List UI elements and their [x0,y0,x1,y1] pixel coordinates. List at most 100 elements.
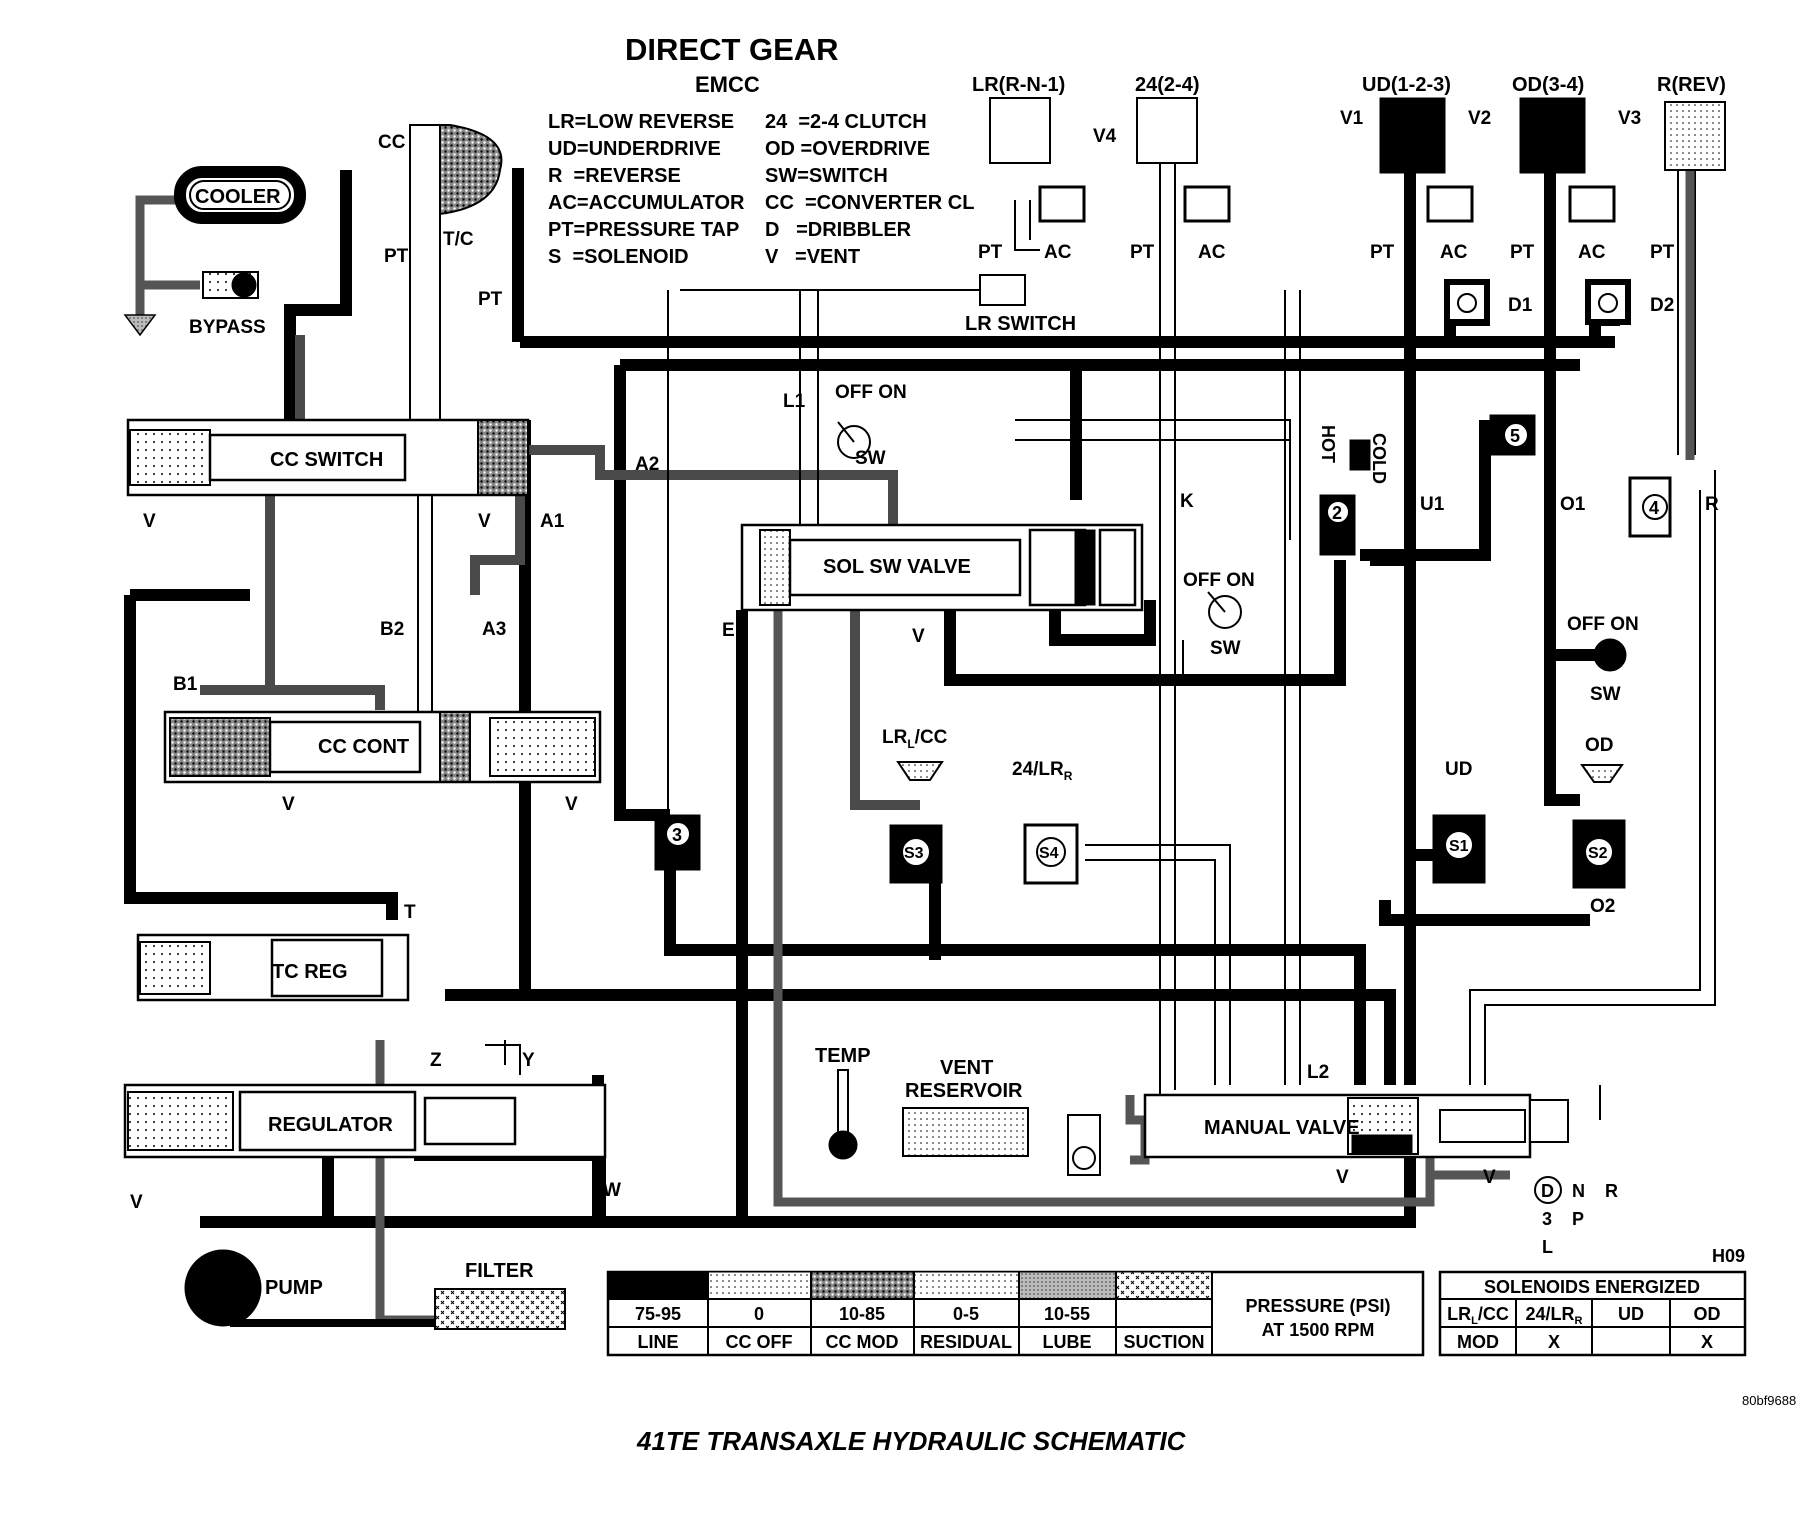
rev-pt-label: PT [1650,242,1675,263]
w-label: W [603,1180,621,1201]
sol-sw-valve: SOL SW VALVE V E L1 OFF ON SW [722,382,1144,647]
v3-label: V3 [1618,108,1641,129]
filter-element [434,1288,566,1330]
legend-value: 10-85 [839,1304,885,1324]
vent-label: V [1336,1167,1349,1188]
abbrev-entry: LR=LOW REVERSE [548,111,734,133]
cc-cont-land [439,711,471,783]
v1-label: V1 [1340,108,1364,129]
od-switch-ball [1593,638,1627,672]
ud-clutch-group: V1 V2 PT AC D1 U1 [1340,97,1533,515]
a1-label: A1 [540,511,565,532]
cc-mod-passages [200,335,920,810]
detent [1529,1099,1569,1143]
abbreviation-legend: LR=LOW REVERSE UD=UNDERDRIVE R =REVERSE … [548,111,974,268]
cc-cont-spring [489,717,596,777]
figure-code: H09 [1712,1246,1745,1266]
tc-pt-right: PT [478,289,503,310]
sol-table-head: 24/LRR [1526,1304,1583,1327]
lr-cc-sol-label: LRL/CC [882,727,948,751]
s2-label: S2 [1588,845,1608,862]
rev-clutch-box [1664,101,1726,171]
legend-label: SUCTION [1124,1332,1205,1352]
lr-switch-label: LR SWITCH [965,313,1076,335]
dribbler-d2 [1585,279,1631,325]
vent-label: V [565,794,578,815]
manual-valve-land-black [1351,1134,1413,1154]
s3-valve-top [896,761,944,781]
solenoids-energized-table: SOLENOIDS ENERGIZED LRL/CC 24/LRR UD OD … [1438,1270,1747,1357]
b2-label: B2 [380,619,404,640]
cold-label: COLD [1369,433,1389,484]
legend-value: 10-55 [1044,1304,1090,1324]
s3-label: S3 [904,845,924,862]
tc-shaft [409,124,441,426]
abbrev-entry: V =VENT [765,246,860,268]
lr-clutch-group: V4 PT AC LR SWITCH [965,97,1117,335]
gear-p: P [1572,1209,1584,1229]
check-ball-5 [1503,422,1529,448]
figure-caption: 41TE TRANSAXLE HYDRAULIC SCHEMATIC [636,1426,1187,1456]
vent-label: V [282,794,295,815]
bypass-ball [231,272,257,298]
tc-reg-valve: TC REG T [136,902,416,1002]
c24-accumulator [1183,185,1231,223]
cc-switch-spool [208,433,407,482]
od-pressure-switch: OFF ON SW [1567,614,1639,705]
s1-circle [1444,830,1474,860]
s4-label: S4 [1039,845,1059,862]
gear-n: N [1572,1181,1585,1201]
cc-cont-spool [268,720,422,774]
check-ball-2-label: 2 [1332,503,1342,523]
hot-label: HOT [1318,425,1338,463]
lr-ac-label: AC [1044,242,1072,263]
rev-clutch-group: PT R [1628,101,1726,538]
cc-switch-spring [129,429,211,486]
legend-title: PRESSURE (PSI) [1245,1296,1390,1316]
ud-pt-label: PT [1370,242,1395,263]
legend-label: RESIDUAL [920,1332,1012,1352]
v2-label: V2 [1468,108,1491,129]
temp-label: TEMP [815,1045,871,1067]
sol-sw-cap [1098,528,1137,607]
tc-reg-spring [139,941,211,995]
vent-label: V [130,1192,143,1213]
abbrev-entry: OD =OVERDRIVE [765,138,930,160]
cc-label: CC [378,132,406,153]
o2-label: O2 [1590,896,1615,917]
lr-switch-body [979,274,1026,306]
od-pt-label: PT [1510,242,1535,263]
lr-clutch-box [989,97,1051,164]
check-ball-4 [1642,494,1668,520]
switch-k-arm [1207,591,1226,613]
abbrev-entry: SW=SWITCH [765,165,888,187]
thermal-chamber [1319,494,1356,556]
clutch-label-24: 24(2-4) [1135,74,1199,96]
sol-sw-label: SOL SW VALVE [823,556,971,578]
abbrev-entry: UD=UNDERDRIVE [548,138,721,160]
vent-reservoir: VENT RESERVOIR [902,1057,1101,1176]
cc-switch-label: CC SWITCH [270,449,383,471]
pump-circle [184,1249,262,1327]
od-clutch-box [1519,97,1586,174]
tc-label: T/C [443,229,474,250]
cooler-group: COOLER BYPASS [123,166,306,338]
lr-accumulator [1038,185,1086,223]
check-ball-3 [665,821,691,847]
t-label: T [404,902,416,923]
sol-table-head: LRL/CC [1447,1304,1509,1327]
abbrev-entry: D =DRIBBLER [765,219,912,241]
legend-value: 0-5 [953,1304,979,1324]
a2-label: A2 [635,454,659,475]
swatch-lube [1018,1271,1117,1300]
image-ref: 80bf9688 [1742,1393,1796,1408]
solenoid-s4: 24/LRR S4 [1012,759,1079,885]
z-label: Z [430,1050,442,1071]
s4-circle [1036,837,1066,867]
pump-filter: PUMP FILTER [184,1249,566,1330]
check-balls: 2 5 4 3 [654,414,1668,871]
s2-valve-top [1580,764,1624,783]
legend-label: LINE [637,1332,678,1352]
ud-accumulator [1426,185,1474,223]
swatch-suction [1115,1271,1213,1300]
